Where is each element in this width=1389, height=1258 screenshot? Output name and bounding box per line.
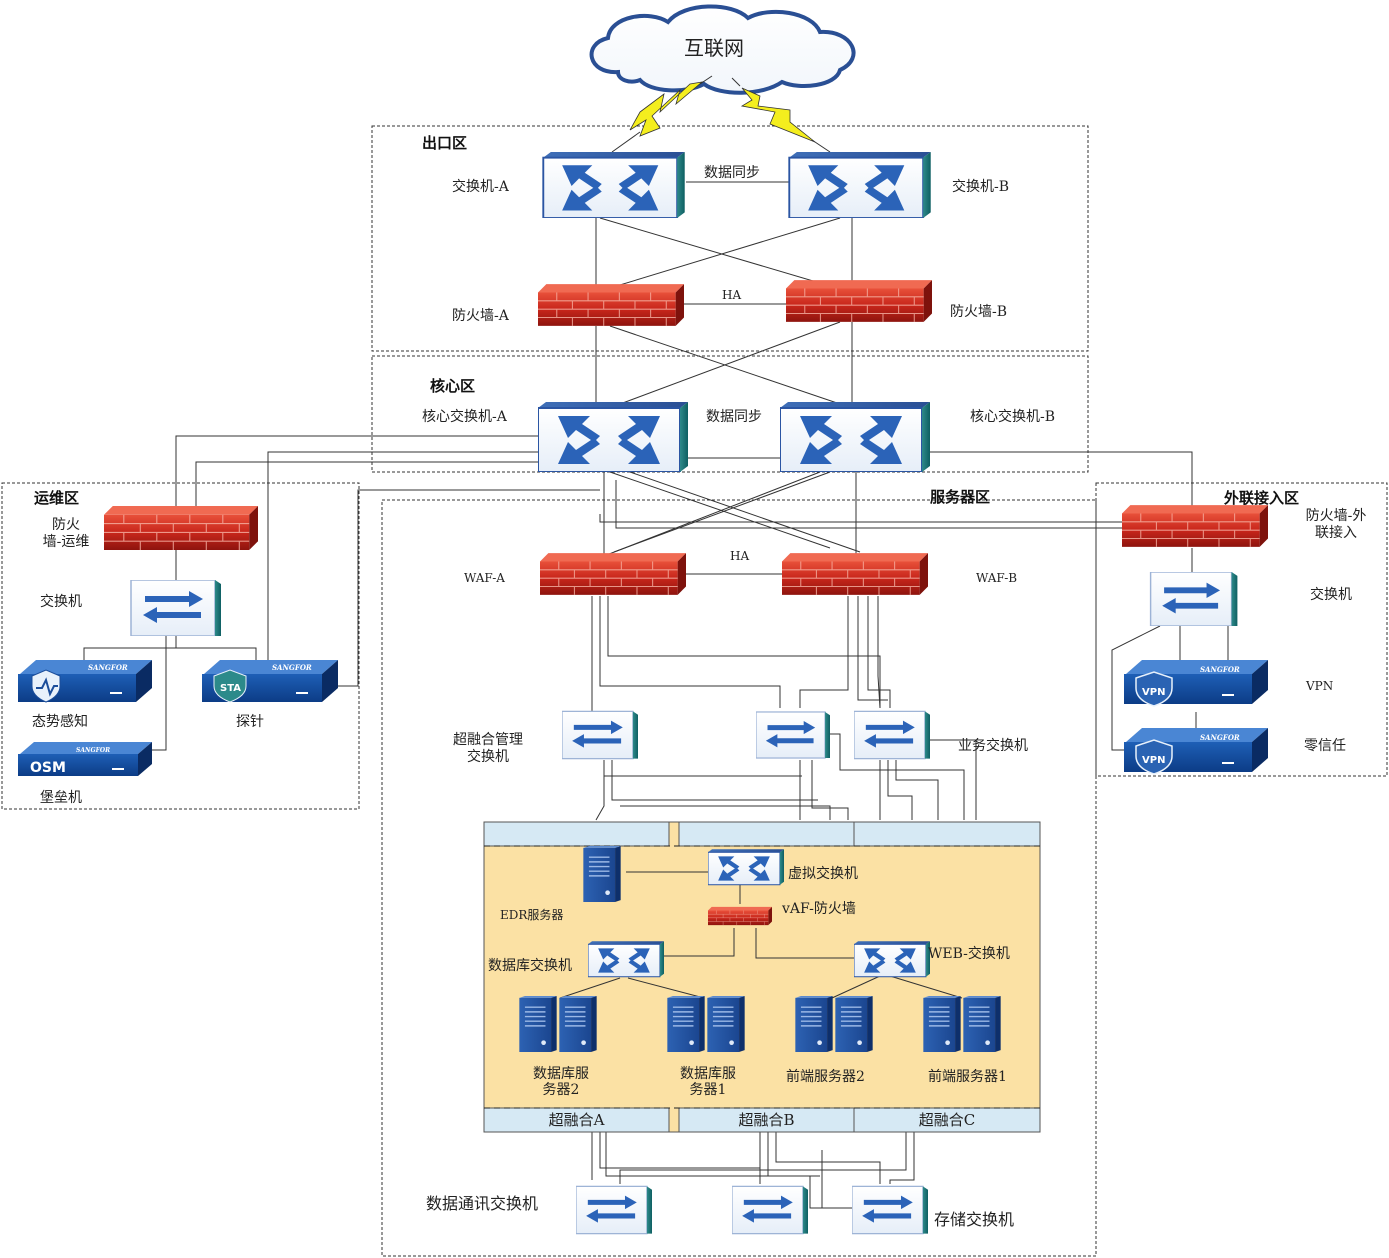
lightning-icon bbox=[740, 87, 816, 143]
external-firewall-icon bbox=[1122, 504, 1268, 548]
core-switch-a-label: 核心交换机-A bbox=[422, 409, 507, 425]
svg-text:VPN: VPN bbox=[1142, 755, 1165, 766]
web-switch-label: WEB-交换机 bbox=[928, 946, 1010, 962]
svg-text:SANGFOR: SANGFOR bbox=[88, 663, 128, 672]
svg-text:SANGFOR: SANGFOR bbox=[272, 663, 312, 672]
exit-ha-label: HA bbox=[722, 288, 742, 302]
waf-b-label: WAF-B bbox=[976, 571, 1018, 585]
firewall-b-label: 防火墙-B bbox=[950, 304, 1008, 320]
waf-a-label: WAF-A bbox=[464, 571, 505, 585]
edr-server-icon bbox=[582, 846, 622, 902]
probe-label: 探针 bbox=[236, 714, 264, 730]
storage-switch-icon bbox=[852, 1185, 928, 1235]
server-icon bbox=[962, 996, 1002, 1052]
svg-text:SANGFOR: SANGFOR bbox=[76, 747, 110, 754]
vaf-firewall-icon bbox=[708, 906, 772, 926]
waf-a-icon bbox=[540, 552, 686, 596]
data-comm-switch-label: 数据通讯交换机 bbox=[426, 1194, 539, 1213]
server-zone-frame bbox=[381, 499, 1097, 1257]
web-switch-icon bbox=[854, 940, 930, 978]
ops-zone-frame bbox=[1, 482, 360, 810]
core-switch-b-label: 核心交换机-B bbox=[970, 409, 1056, 425]
server-icon bbox=[518, 996, 558, 1052]
lightning-icon bbox=[629, 81, 704, 137]
switch-b-label: 交换机-B bbox=[952, 179, 1010, 195]
db-server-2-label: 数据库服 务器2 bbox=[533, 1066, 589, 1098]
waf-ha-label: HA bbox=[730, 549, 750, 563]
core-zone-frame bbox=[371, 355, 1089, 473]
external-firewall-label: 防火墙-外 联接入 bbox=[1305, 508, 1367, 541]
biz-switch-label: 业务交换机 bbox=[958, 738, 1028, 754]
ops-switch-label: 交换机 bbox=[40, 594, 82, 610]
hci-c-label: 超融合C bbox=[918, 1111, 976, 1129]
hci-a-label: 超融合A bbox=[548, 1111, 605, 1129]
waf-b-icon bbox=[782, 552, 928, 596]
server-zone-title: 服务器区 bbox=[930, 488, 991, 506]
biz-switch-1-icon bbox=[756, 711, 830, 759]
firewall-a-icon bbox=[538, 284, 684, 326]
exit-zone-frame bbox=[371, 125, 1089, 352]
server-icon bbox=[558, 996, 598, 1052]
bastion-appliance: OSM SANGFOR bbox=[18, 742, 152, 776]
edr-server-label: EDR服务器 bbox=[500, 908, 564, 922]
switch-a-label: 交换机-A bbox=[452, 179, 509, 195]
core-switch-a-icon bbox=[538, 402, 688, 472]
probe-appliance: STA SANGFOR bbox=[202, 660, 338, 703]
zero-trust-label: 零信任 bbox=[1304, 738, 1346, 754]
virtual-switch-label: 虚拟交换机 bbox=[788, 866, 858, 882]
external-zone-title: 外联接入区 bbox=[1224, 489, 1300, 507]
frontend-server-2-label: 前端服务器2 bbox=[786, 1069, 865, 1085]
bastion-label: 堡垒机 bbox=[40, 790, 82, 806]
core-switch-b-icon bbox=[780, 402, 930, 472]
ops-firewall-icon bbox=[103, 506, 259, 550]
svg-text:SANGFOR: SANGFOR bbox=[1200, 733, 1240, 742]
external-zone-frame bbox=[1095, 482, 1388, 777]
db-switch-icon bbox=[588, 940, 664, 978]
zero-trust-appliance: VPN SANGFOR bbox=[1124, 728, 1268, 775]
ops-switch-icon bbox=[130, 580, 222, 636]
switch-a-icon bbox=[542, 152, 686, 218]
firewall-b-icon bbox=[786, 280, 932, 322]
server-icon bbox=[706, 996, 746, 1052]
data-comm-switch-2-icon bbox=[732, 1185, 808, 1235]
internet-label: 互联网 bbox=[684, 36, 744, 60]
external-switch-label: 交换机 bbox=[1310, 587, 1352, 603]
db-server-1-label: 数据库服 务器1 bbox=[680, 1066, 736, 1098]
svg-text:STA: STA bbox=[220, 683, 241, 694]
server-icon bbox=[794, 996, 834, 1052]
data-comm-switch-icon bbox=[576, 1185, 652, 1235]
core-sync-label: 数据同步 bbox=[706, 409, 762, 425]
server-icon bbox=[834, 996, 874, 1052]
hci-mgmt-switch-label: 超融合管理 交换机 bbox=[453, 732, 523, 765]
svg-text:OSM: OSM bbox=[30, 760, 66, 776]
svg-text:VPN: VPN bbox=[1142, 687, 1165, 698]
storage-switch-label: 存储交换机 bbox=[934, 1210, 1015, 1229]
switch-b-icon bbox=[788, 152, 932, 218]
svg-text:SANGFOR: SANGFOR bbox=[1200, 665, 1240, 674]
vpn-appliance: VPN SANGFOR bbox=[1124, 660, 1268, 707]
frontend-server-1-label: 前端服务器1 bbox=[928, 1069, 1007, 1085]
situation-awareness-label: 态势感知 bbox=[32, 714, 88, 730]
firewall-a-label: 防火墙-A bbox=[452, 308, 509, 324]
db-switch-label: 数据库交换机 bbox=[488, 958, 572, 974]
external-switch-icon bbox=[1149, 572, 1239, 626]
exit-sync-label: 数据同步 bbox=[704, 165, 760, 181]
biz-switch-2-icon bbox=[854, 710, 930, 760]
core-zone-title: 核心区 bbox=[430, 377, 476, 395]
server-icon bbox=[666, 996, 706, 1052]
ops-zone-title: 运维区 bbox=[34, 489, 80, 507]
vaf-firewall-label: vAF-防火墙 bbox=[782, 901, 856, 917]
situation-awareness-appliance: SANGFOR bbox=[18, 660, 152, 703]
server-icon bbox=[922, 996, 962, 1052]
ops-firewall-label: 防火 墙-运维 bbox=[42, 517, 90, 550]
vpn-label: VPN bbox=[1306, 679, 1334, 693]
hci-mgmt-switch-icon bbox=[562, 710, 638, 760]
hci-b-label: 超融合B bbox=[738, 1111, 795, 1129]
virtual-switch-icon bbox=[708, 848, 784, 886]
exit-zone-title: 出口区 bbox=[422, 134, 468, 152]
